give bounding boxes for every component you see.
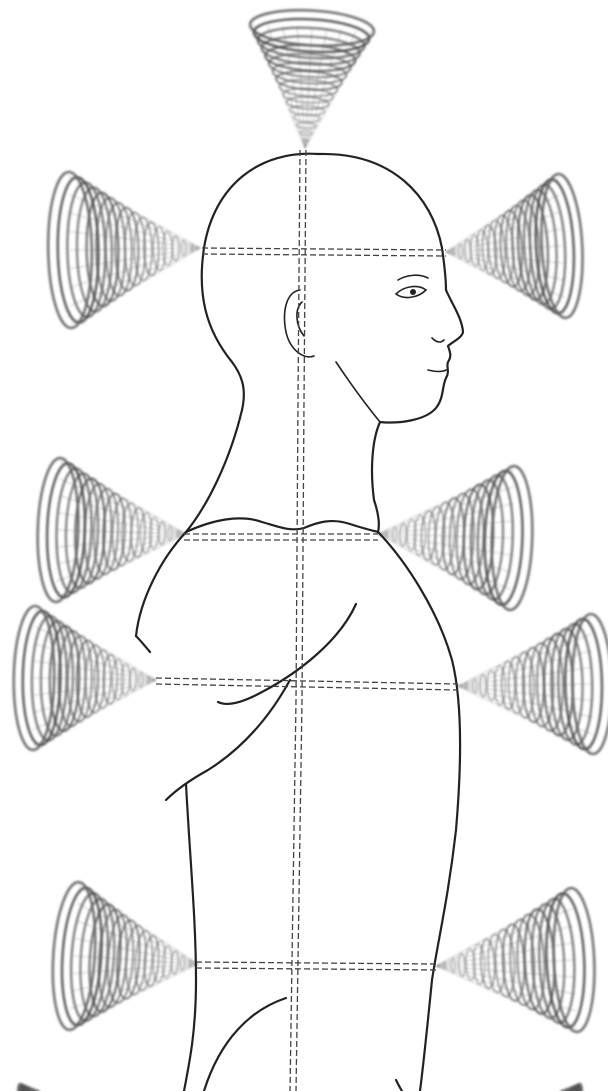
vortex-heart-left-icon — [13, 606, 156, 751]
vortex-base-right-icon — [560, 1084, 582, 1091]
heart-line-a — [156, 678, 458, 684]
vortex-heart-right-icon — [458, 614, 608, 755]
head-line-a — [202, 248, 446, 250]
vortex-streak — [79, 886, 199, 964]
jaw-line — [336, 362, 380, 422]
face-profile — [372, 290, 463, 532]
solar-line-a — [196, 962, 436, 964]
vortex-throat-right-icon — [378, 465, 534, 610]
lower-back-outline — [184, 784, 196, 1091]
vortex-head-left-icon — [47, 172, 200, 329]
vortex-head-right-icon — [446, 173, 586, 319]
solar-line-b — [196, 968, 436, 970]
front-thigh — [396, 1080, 402, 1091]
vortex-base-left-icon — [18, 1084, 40, 1091]
eyebrow — [398, 275, 428, 280]
shoulder-line — [186, 518, 378, 532]
head-line-b — [202, 254, 446, 256]
forearm-outline — [166, 680, 290, 800]
mouth — [428, 370, 446, 372]
chest-outline — [378, 532, 460, 1091]
vortex-layer — [13, 7, 608, 1091]
forehead-outline — [318, 154, 446, 290]
arm-back-outline — [136, 636, 150, 652]
heart-line-b — [156, 684, 458, 690]
vortex-solar-left-icon — [49, 881, 198, 1031]
arm-front-outline — [218, 604, 356, 704]
vortex-solar-right-icon — [436, 887, 597, 1033]
vortex-crown-icon — [249, 7, 375, 148]
hip-line — [204, 998, 286, 1091]
nostril — [432, 338, 444, 342]
vortex-throat-left-icon — [36, 457, 186, 602]
ear-outline — [285, 290, 314, 357]
body-outline — [136, 154, 463, 1091]
eye-pupil — [410, 289, 416, 295]
